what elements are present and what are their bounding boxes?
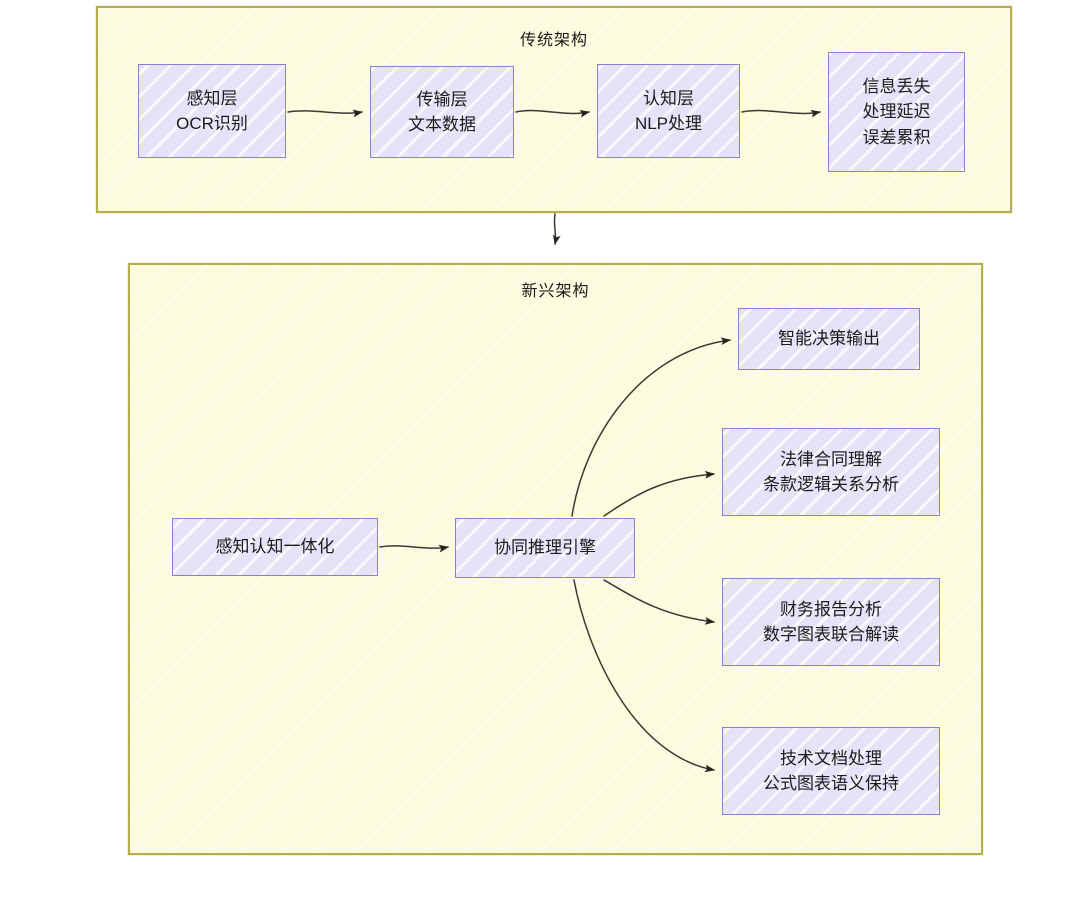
node-legal-line2: 条款逻辑关系分析 (763, 475, 899, 494)
node-legal-line1: 法律合同理解 (780, 449, 882, 469)
node-techdoc-line2: 公式图表语义保持 (763, 774, 899, 793)
node-problems-line1: 信息丢失 (862, 76, 931, 96)
node-transport-layer[interactable]: 传输层 文本数据 (370, 66, 514, 158)
node-cognition-line2: NLP处理 (634, 114, 703, 133)
node-technical-document-processing[interactable]: 技术文档处理 公式图表语义保持 (722, 727, 940, 815)
group-emerging-title: 新兴架构 (521, 283, 590, 300)
node-cognition-line1: 认知层 (643, 88, 694, 108)
node-problems-line2: 处理延迟 (862, 102, 931, 122)
node-finance-line2: 数字图表联合解读 (763, 625, 899, 644)
node-legal-contract-understanding[interactable]: 法律合同理解 条款逻辑关系分析 (722, 428, 940, 516)
edge-traditional-to-emerging (552, 213, 561, 245)
node-unified-perception-cognition[interactable]: 感知认知一体化 (172, 518, 378, 576)
node-unified-line1: 感知认知一体化 (215, 537, 335, 557)
node-techdoc-line1: 技术文档处理 (780, 748, 882, 768)
group-traditional-title: 传统架构 (519, 32, 588, 49)
node-perception-line1: 感知层 (186, 88, 238, 108)
node-intelligent-decision-output[interactable]: 智能决策输出 (738, 308, 920, 370)
node-perception-line2: OCR识别 (176, 114, 248, 133)
node-finance-line1: 财务报告分析 (780, 599, 882, 619)
node-transport-line1: 传输层 (416, 89, 468, 109)
node-traditional-problems[interactable]: 信息丢失 处理延迟 误差累积 (828, 52, 965, 172)
node-financial-report-analysis[interactable]: 财务报告分析 数字图表联合解读 (722, 578, 940, 666)
node-decision-line1: 智能决策输出 (778, 329, 880, 349)
node-collaborative-reasoning-engine[interactable]: 协同推理引擎 (455, 518, 635, 578)
node-transport-line2: 文本数据 (408, 115, 476, 134)
node-engine-line1: 协同推理引擎 (494, 538, 596, 558)
node-problems-line3: 误差累积 (862, 127, 931, 147)
node-perception-layer[interactable]: 感知层 OCR识别 (138, 64, 286, 158)
node-cognition-layer[interactable]: 认知层 NLP处理 (597, 64, 740, 158)
